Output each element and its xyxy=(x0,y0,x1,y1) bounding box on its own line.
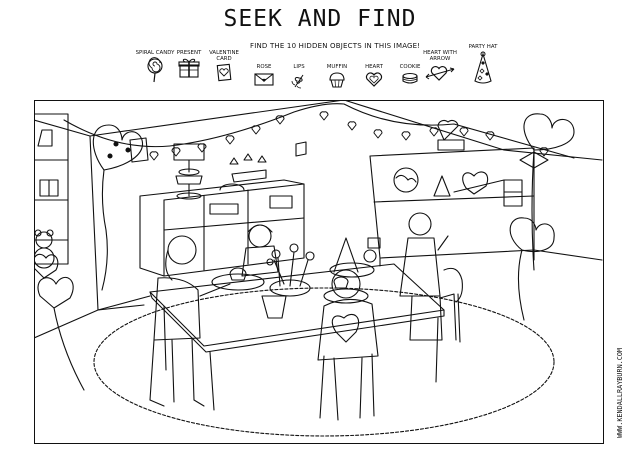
legend-label: ROSE xyxy=(256,64,272,70)
party-table xyxy=(149,237,445,411)
wall-corner-left xyxy=(89,135,99,311)
heart-chair-back xyxy=(331,314,360,343)
spiral-candy-icon xyxy=(147,57,163,83)
lips-icon xyxy=(291,74,304,89)
right-bookshelf xyxy=(369,119,549,267)
child-back-center xyxy=(317,237,379,421)
balloons-left xyxy=(34,124,143,391)
legend-item-cookie: COOKIE xyxy=(395,64,425,87)
rose-icon xyxy=(254,73,274,86)
legend-item-spiral-candy: SPIRAL CANDY xyxy=(133,50,177,83)
legend-item-muffin: MUFFIN xyxy=(322,64,352,89)
legend-label: MUFFIN xyxy=(326,64,348,70)
present-icon xyxy=(178,58,200,78)
valentine-card-hidden xyxy=(129,137,149,163)
girl-middle xyxy=(241,224,279,277)
illustration-frame xyxy=(34,100,604,444)
fluffy-rug xyxy=(93,287,555,437)
legend-label: HEART WITH ARROW xyxy=(423,50,457,62)
legend-label: HEART xyxy=(365,64,383,70)
valentine-card-icon xyxy=(216,63,232,82)
garland-hearts xyxy=(149,111,549,161)
pyramid-shape xyxy=(433,175,451,197)
heart-with-arrow-icon xyxy=(425,66,455,81)
boy-right xyxy=(399,212,463,343)
legend-item-heart-with-arrow: HEART WITH ARROW xyxy=(420,50,460,83)
watermark-text: WWW.KENDALLRAYBURN.COM xyxy=(616,348,624,438)
legend-item-valentine-card: VALENTINE CARD xyxy=(207,50,241,83)
flower-pot xyxy=(437,139,465,151)
left-bookshelf xyxy=(34,113,69,265)
cupcake xyxy=(333,276,349,289)
legend-item-lips: LIPS xyxy=(286,64,312,91)
cookie-icon xyxy=(402,72,418,84)
girl-left xyxy=(149,235,231,407)
watermark-vertical: WWW.KENDALLRAYBURN.COM xyxy=(616,348,624,438)
legend-label: PARTY HAT xyxy=(468,44,498,50)
page-title: SEEK AND FIND xyxy=(223,6,417,32)
legend-label: SPIRAL CANDY xyxy=(135,50,175,56)
legend-item-party-hat: PARTY HAT xyxy=(466,44,500,85)
legend-item-present: PRESENT xyxy=(173,50,205,79)
legend-label: LIPS xyxy=(293,64,305,70)
party-hat-hidden xyxy=(333,237,359,273)
legend-item-rose: ROSE xyxy=(251,64,277,87)
party-hat-icon xyxy=(474,51,492,84)
legend-label: COOKIE xyxy=(399,64,421,70)
balloons-right xyxy=(509,113,575,321)
instructions-text: FIND THE 10 HIDDEN OBJECTS IN THIS IMAGE… xyxy=(250,42,421,50)
wall-line xyxy=(89,100,345,137)
heart-icon xyxy=(365,72,383,87)
party-scene-illustration xyxy=(34,100,603,437)
legend-item-heart: HEART xyxy=(361,64,387,89)
back-cabinet xyxy=(129,137,305,277)
pitcher-glass xyxy=(261,295,287,319)
legend-label: PRESENT xyxy=(176,50,202,56)
teddy-bear xyxy=(34,229,55,269)
muffin-icon xyxy=(329,72,345,88)
legend-label: VALENTINE CARD xyxy=(209,50,239,62)
globe xyxy=(393,167,419,193)
garland-string xyxy=(63,103,575,159)
